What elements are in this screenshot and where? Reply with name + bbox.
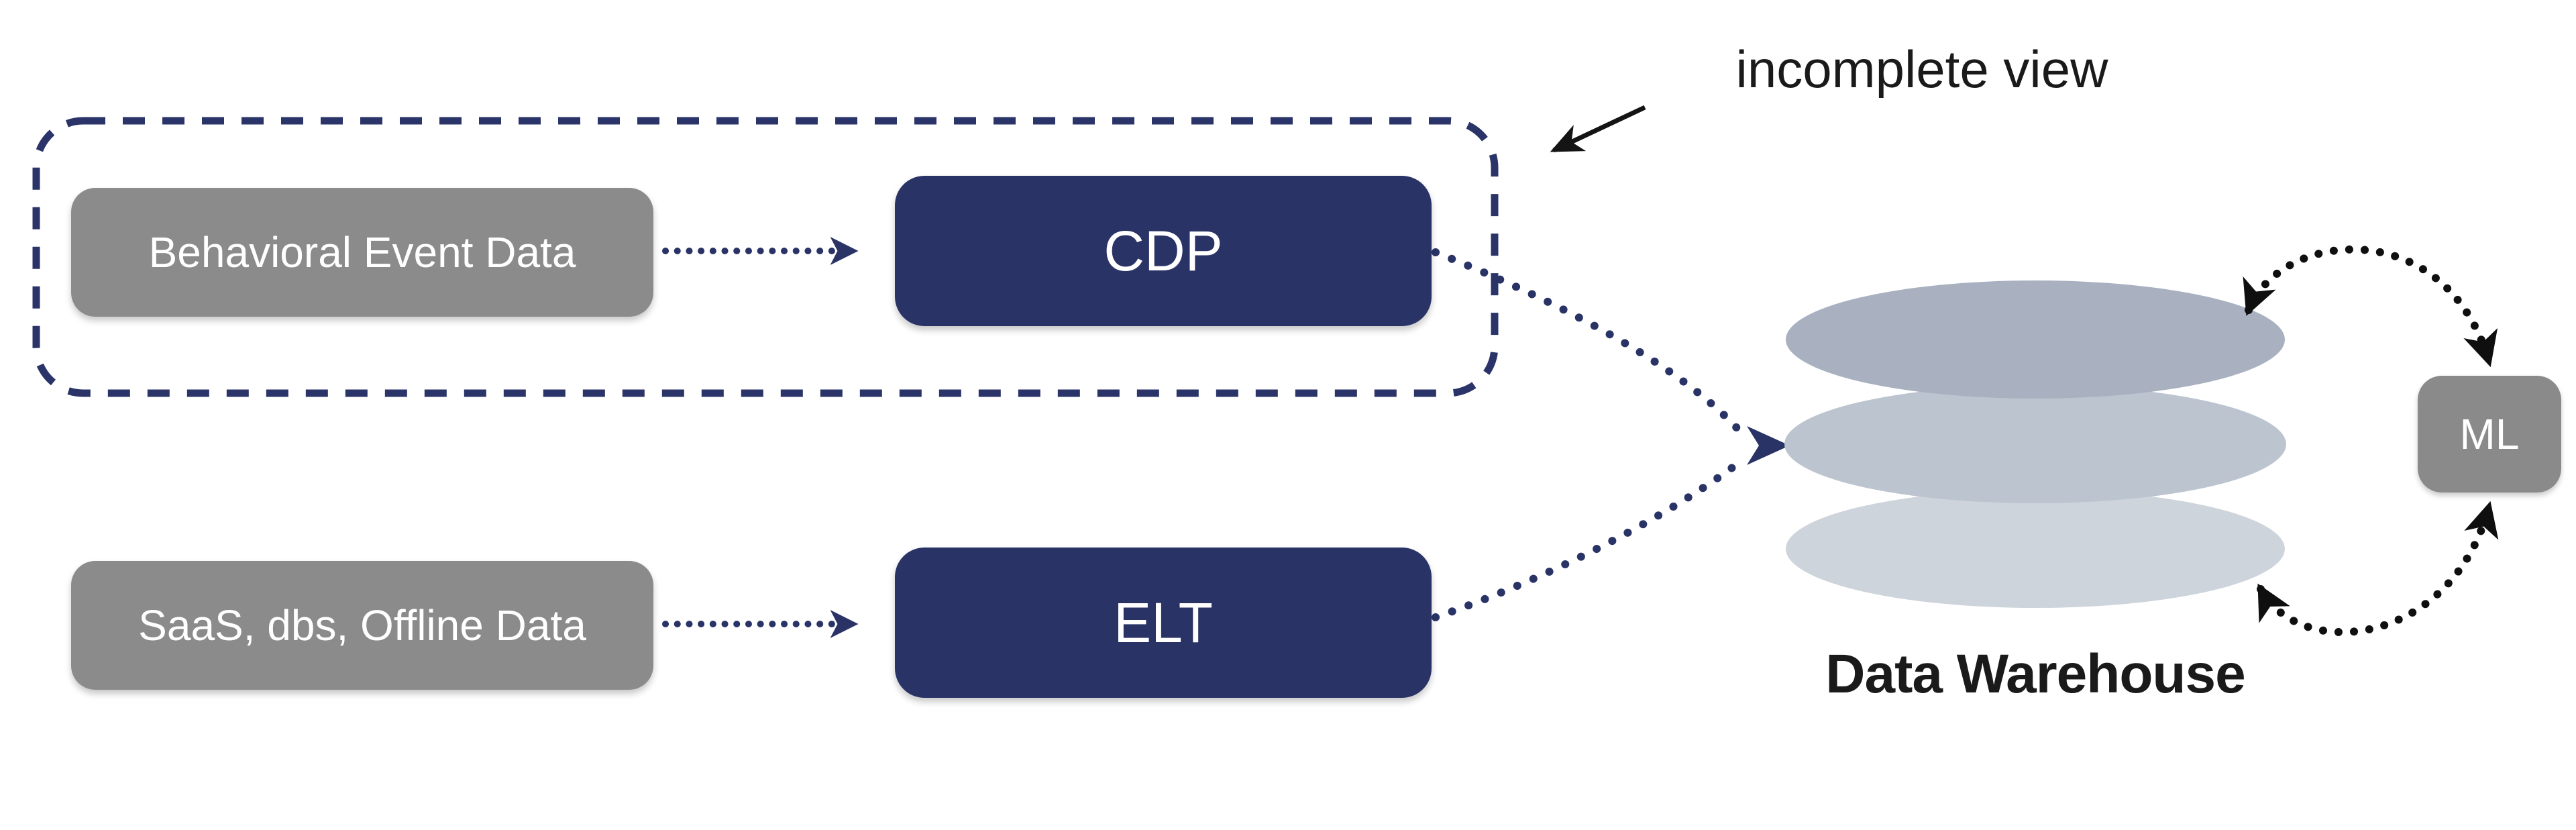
edge-cdp-to-warehouse bbox=[1432, 248, 1748, 440]
node-elt-label: ELT bbox=[1114, 590, 1213, 654]
annotation-arrow-icon bbox=[1550, 105, 1646, 153]
node-saas-dbs-offline-data: SaaS, dbs, Offline Data bbox=[71, 561, 653, 690]
node-elt: ELT bbox=[895, 548, 1432, 698]
node-cdp-label: CDP bbox=[1104, 219, 1223, 282]
warehouse-disk-middle bbox=[1784, 385, 2286, 503]
node-saas-label: SaaS, dbs, Offline Data bbox=[138, 601, 586, 650]
node-ml: ML bbox=[2418, 376, 2561, 492]
node-ml-label: ML bbox=[2459, 410, 2520, 458]
edge-warehouse-ml-top bbox=[2243, 245, 2498, 368]
node-behavioral-label: Behavioral Event Data bbox=[148, 228, 576, 276]
incomplete-view-group-border bbox=[32, 117, 1499, 397]
merge-arrowhead-icon bbox=[1747, 426, 1790, 465]
edge-warehouse-ml-bottom bbox=[2257, 501, 2499, 637]
incomplete-view-annotation: incomplete view bbox=[1735, 40, 2108, 99]
warehouse-disk-top bbox=[1786, 280, 2285, 399]
node-behavioral-event-data: Behavioral Event Data bbox=[71, 188, 653, 317]
data-warehouse-label: Data Warehouse bbox=[1825, 643, 2245, 705]
warehouse-disk-bottom bbox=[1786, 490, 2285, 608]
node-cdp: CDP bbox=[895, 176, 1432, 326]
warehouse-disk-stack bbox=[1784, 280, 2286, 608]
edge-elt-to-warehouse bbox=[1432, 454, 1750, 621]
